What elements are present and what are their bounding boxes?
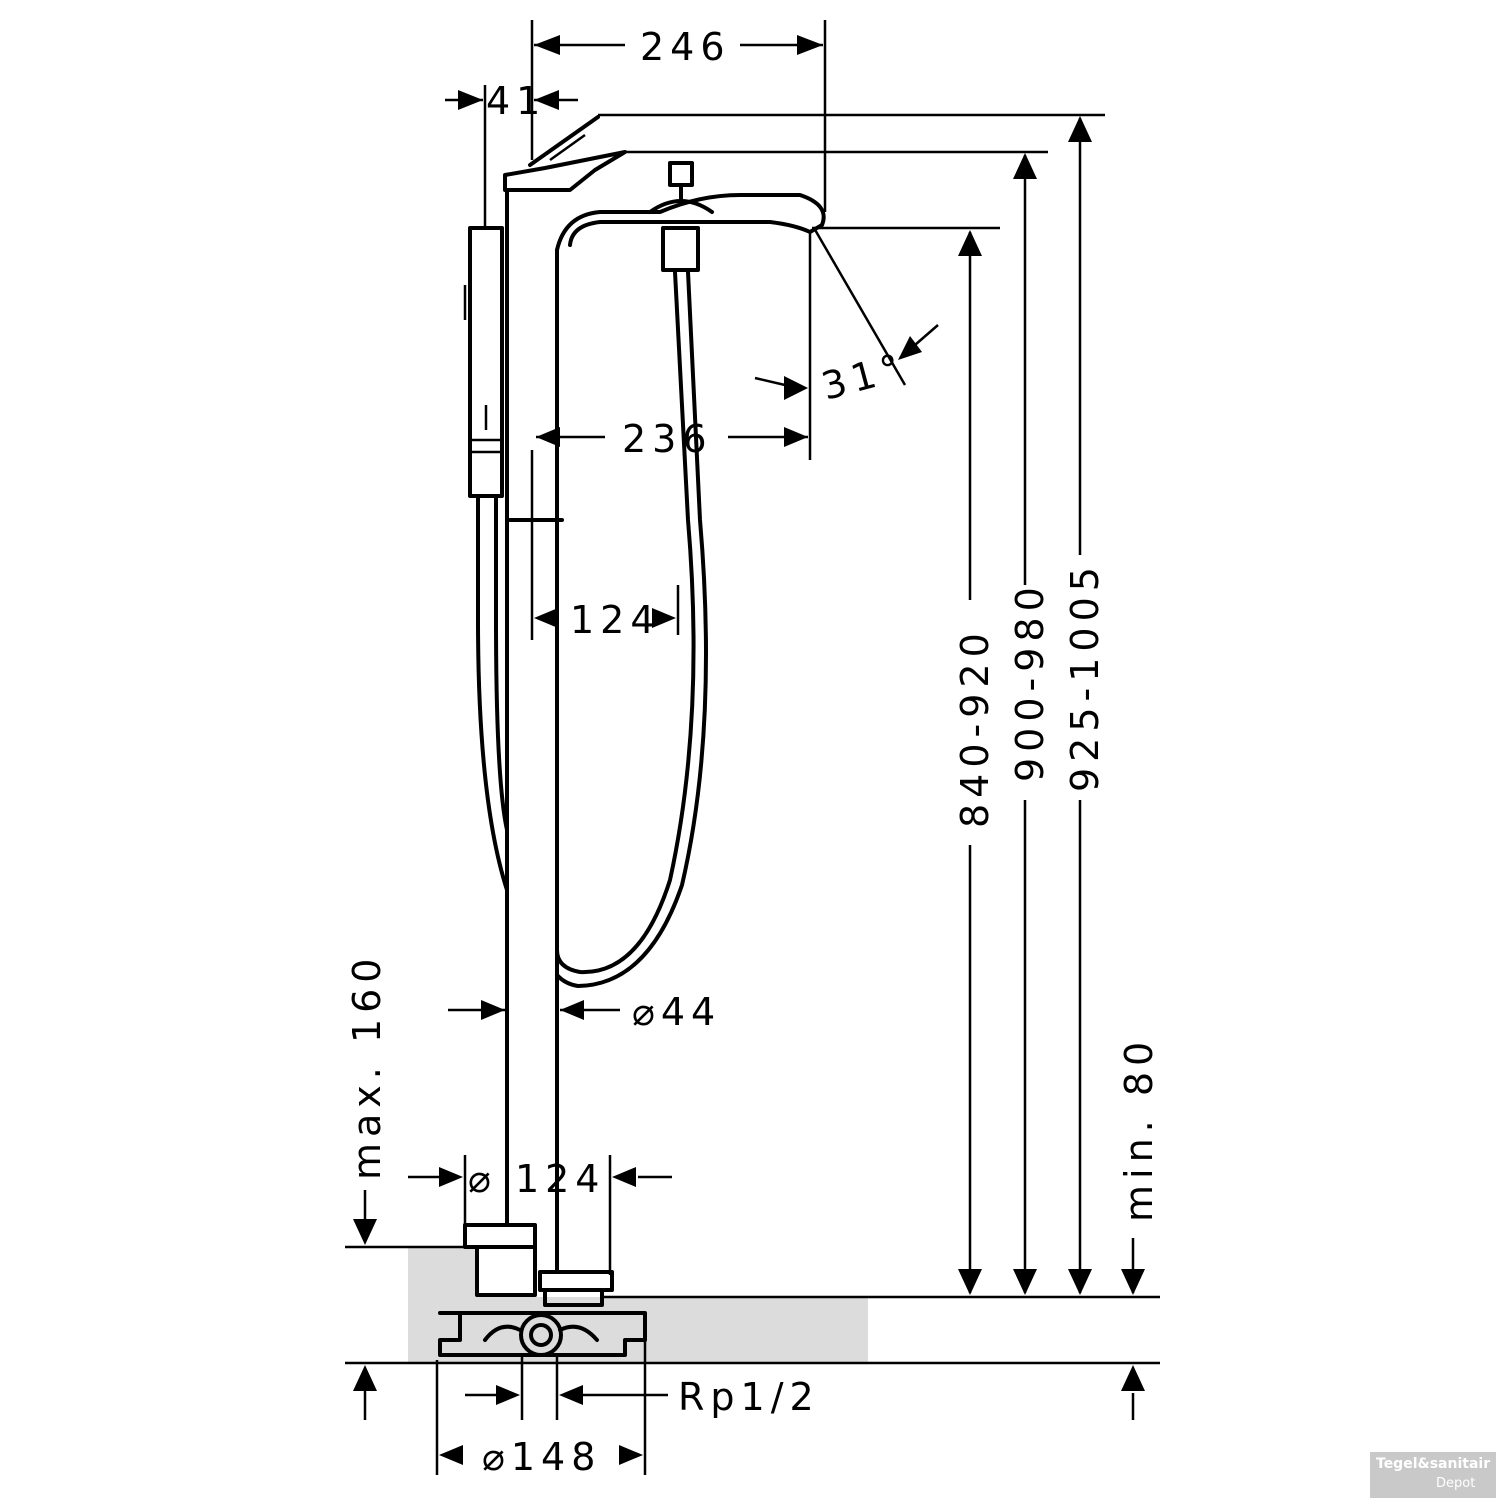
dim-236: 236 [622, 417, 713, 461]
dim-41: 41 [486, 79, 546, 123]
dim-rp-1-2: Rp1/2 [678, 1375, 820, 1419]
dim-925-1005: 925-1005 [1063, 561, 1107, 792]
dim-diameter-148: ⌀148 [482, 1435, 601, 1479]
dimension-lines [353, 20, 1145, 1475]
dim-max-160: max. 160 [345, 953, 389, 1180]
watermark-sub: Depot [1436, 1476, 1476, 1491]
dim-840-920: 840-920 [953, 627, 997, 828]
dim-246: 246 [640, 25, 731, 69]
watermark-brand: Tegel&sanitair [1376, 1456, 1491, 1472]
dim-124-upper: 124 [570, 598, 661, 642]
dim-900-980: 900-980 [1008, 581, 1052, 782]
watermark-logo: Tegel&sanitair Depot [1370, 1452, 1496, 1498]
dim-min-80: min. 80 [1117, 1036, 1161, 1222]
dim-diameter-44: ⌀44 [632, 990, 721, 1034]
dim-angle: 31° [817, 344, 911, 409]
dim-diameter-124: ⌀ 124 [468, 1157, 606, 1201]
floor-section [345, 1245, 1160, 1365]
